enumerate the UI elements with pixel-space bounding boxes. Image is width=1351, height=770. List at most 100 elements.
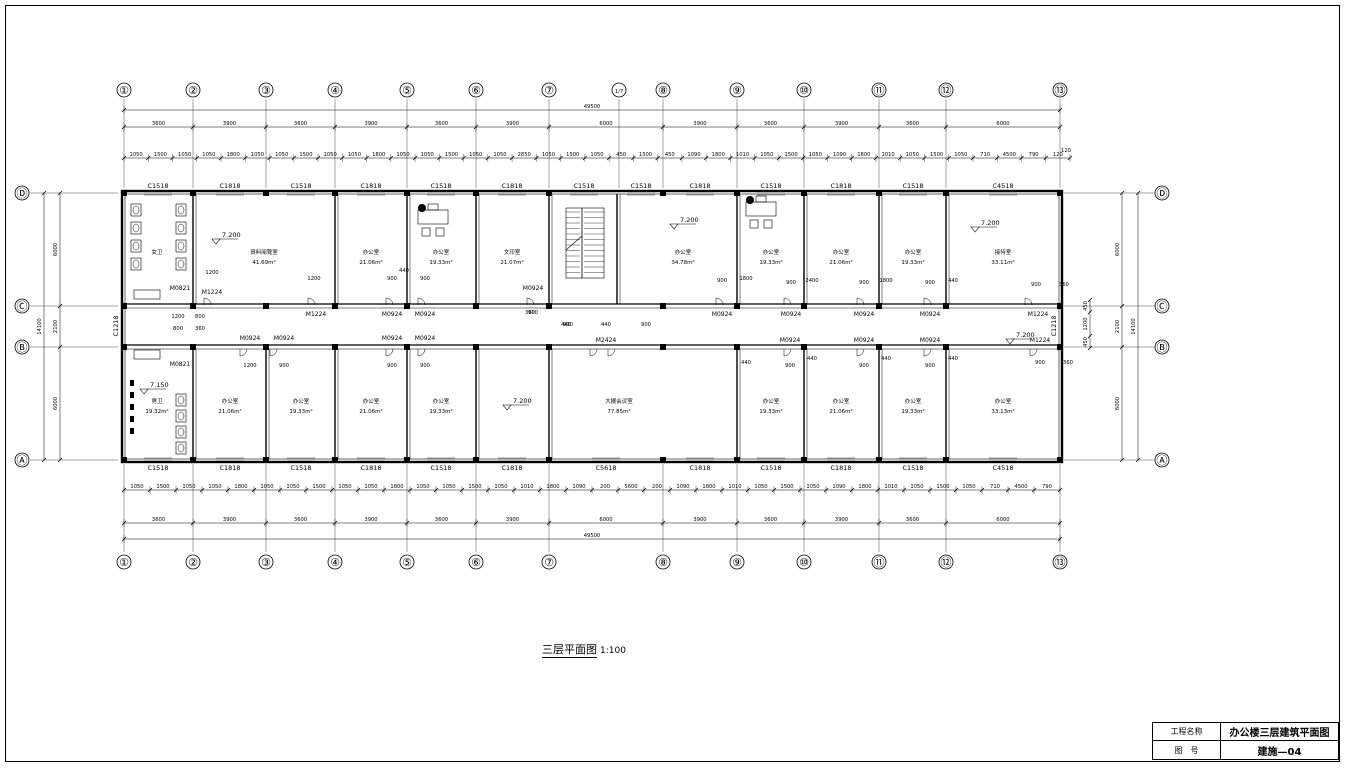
door-label-m0924: M0924 <box>712 311 733 318</box>
column <box>473 303 479 309</box>
door-dimension: 440 <box>807 356 817 362</box>
axis-bubble <box>258 554 274 570</box>
door-dimension: 900 <box>785 363 795 369</box>
window-label-side-right: C1218 <box>1050 315 1058 336</box>
toilet-fixture <box>175 221 187 235</box>
door-dimension: 440 <box>881 356 891 362</box>
dim-openings-top-text: 1090 <box>833 152 846 158</box>
dim-vertical-right-door-tick <box>1087 333 1093 339</box>
window-label-bottom: C1518 <box>290 464 311 472</box>
axis-label-number: ④ <box>330 556 340 569</box>
room-name-south: 办公室 <box>833 397 850 405</box>
dim-openings-top-text: 1050 <box>493 152 506 158</box>
door-swing-north <box>526 297 535 306</box>
door-dimension: 360 <box>195 326 205 332</box>
elevation-mark-text: 7.200 <box>222 231 241 239</box>
door-dimension: 800 <box>195 314 205 320</box>
drawing-number-label: 图 号 <box>1153 741 1221 759</box>
column <box>660 457 666 463</box>
room-area-north: 19.33m² <box>429 259 452 266</box>
column <box>263 190 269 196</box>
sink <box>133 349 161 360</box>
dim-openings-bottom-text: 1050 <box>442 484 455 490</box>
toilet-bowl <box>177 259 185 269</box>
toilet-fixture <box>130 239 142 253</box>
dim-openings-bottom-text: 200 <box>600 484 610 490</box>
door-swing-north <box>417 297 426 306</box>
dim-bays-bottom-text: 3600 <box>294 517 307 523</box>
column <box>263 344 269 350</box>
axis-bubble <box>1154 339 1170 355</box>
dim-openings-bottom-text: 200 <box>652 484 662 490</box>
dim-vertical-right-text: 2100 <box>1115 320 1121 333</box>
door-swing-south <box>417 348 426 357</box>
dim-vertical-right-door-text: 1200 <box>1083 317 1089 330</box>
column <box>876 344 882 350</box>
elevation-mark-text: 7.150 <box>150 381 169 389</box>
toilet-bowl <box>177 443 185 453</box>
dim-openings-bottom-text: 1500 <box>936 484 949 490</box>
dim-bays-top-text: 3600 <box>764 121 777 127</box>
dim-bays-bottom-text: 3600 <box>764 517 777 523</box>
dim-vertical-left-text: 6000 <box>53 397 59 410</box>
axis-label-number: ⑨ <box>732 556 742 569</box>
room-name-south: 办公室 <box>222 397 239 405</box>
dim-bays-bottom-text: 3600 <box>906 517 919 523</box>
dim-openings-top-text: 1500 <box>445 152 458 158</box>
axis-bubble <box>327 82 343 98</box>
window-label-bottom: C1818 <box>830 464 851 472</box>
dim-openings-bottom-text: 1050 <box>910 484 923 490</box>
office-furniture-chair <box>427 203 439 211</box>
door-label-m1224: M1224 <box>1030 337 1051 344</box>
window-label-bottom: C5618 <box>595 464 616 472</box>
column <box>876 457 882 463</box>
dim-openings-bottom-text: 1800 <box>858 484 871 490</box>
room-area-south: 21.06m² <box>218 408 241 415</box>
door-dimension: 900 <box>420 363 430 369</box>
dim-openings-top-text: 1500 <box>154 152 167 158</box>
dim-openings-top-text: 1050 <box>396 152 409 158</box>
room-area-south: 19.33m² <box>759 408 782 415</box>
window-label-top: C1818 <box>219 182 240 190</box>
door-dimension: 360 <box>1059 282 1069 288</box>
door-label-m2424: M2424 <box>596 337 617 344</box>
axis-label-number: ⑦ <box>544 556 554 569</box>
axis-label-number: ⑥ <box>471 84 481 97</box>
column <box>660 344 666 350</box>
door-swing-north <box>923 297 932 306</box>
axis-bubble <box>729 82 745 98</box>
axis-bubble <box>399 82 415 98</box>
dim-openings-top-text: 1050 <box>275 152 288 158</box>
door-swing-north <box>385 297 394 306</box>
door-swing-south <box>856 348 865 357</box>
door-swing-south <box>385 348 394 357</box>
column <box>190 344 196 350</box>
window-label-top: C1518 <box>760 182 781 190</box>
room-area-north: 21.06m² <box>829 259 852 266</box>
dim-bays-top-text: 3900 <box>506 121 519 127</box>
stair-outline <box>565 207 605 279</box>
door-label-m0924: M0924 <box>920 337 941 344</box>
dim-vertical-right-text: 6000 <box>1115 397 1121 410</box>
door-dimension: 800 <box>173 326 183 332</box>
toilet-bowl <box>177 395 185 405</box>
door-label-m0924: M0924 <box>382 311 403 318</box>
axis-bubble <box>14 185 30 201</box>
column <box>546 190 552 196</box>
room-name-south: 办公室 <box>363 397 380 405</box>
drawing-frame <box>5 5 1340 762</box>
toilet-bowl <box>177 223 185 233</box>
axis-bubble <box>541 554 557 570</box>
room-area-south: 21.06m² <box>359 408 382 415</box>
dim-vertical-right-door-text: 450 <box>1083 337 1089 347</box>
axis-label-letter: Ⓐ <box>1157 454 1168 467</box>
door-swing-south <box>923 348 932 357</box>
room-name-south: 男卫 <box>151 398 163 405</box>
door-dimension: 440 <box>948 356 958 362</box>
axis-bubble <box>729 554 745 570</box>
drawing-number-value: 建施—04 <box>1257 746 1302 758</box>
dim-openings-bottom-text: 1500 <box>156 484 169 490</box>
dim-vertical-right-tick <box>1119 190 1125 196</box>
axis-label-number: ② <box>188 84 198 97</box>
axis-bubble <box>938 554 954 570</box>
